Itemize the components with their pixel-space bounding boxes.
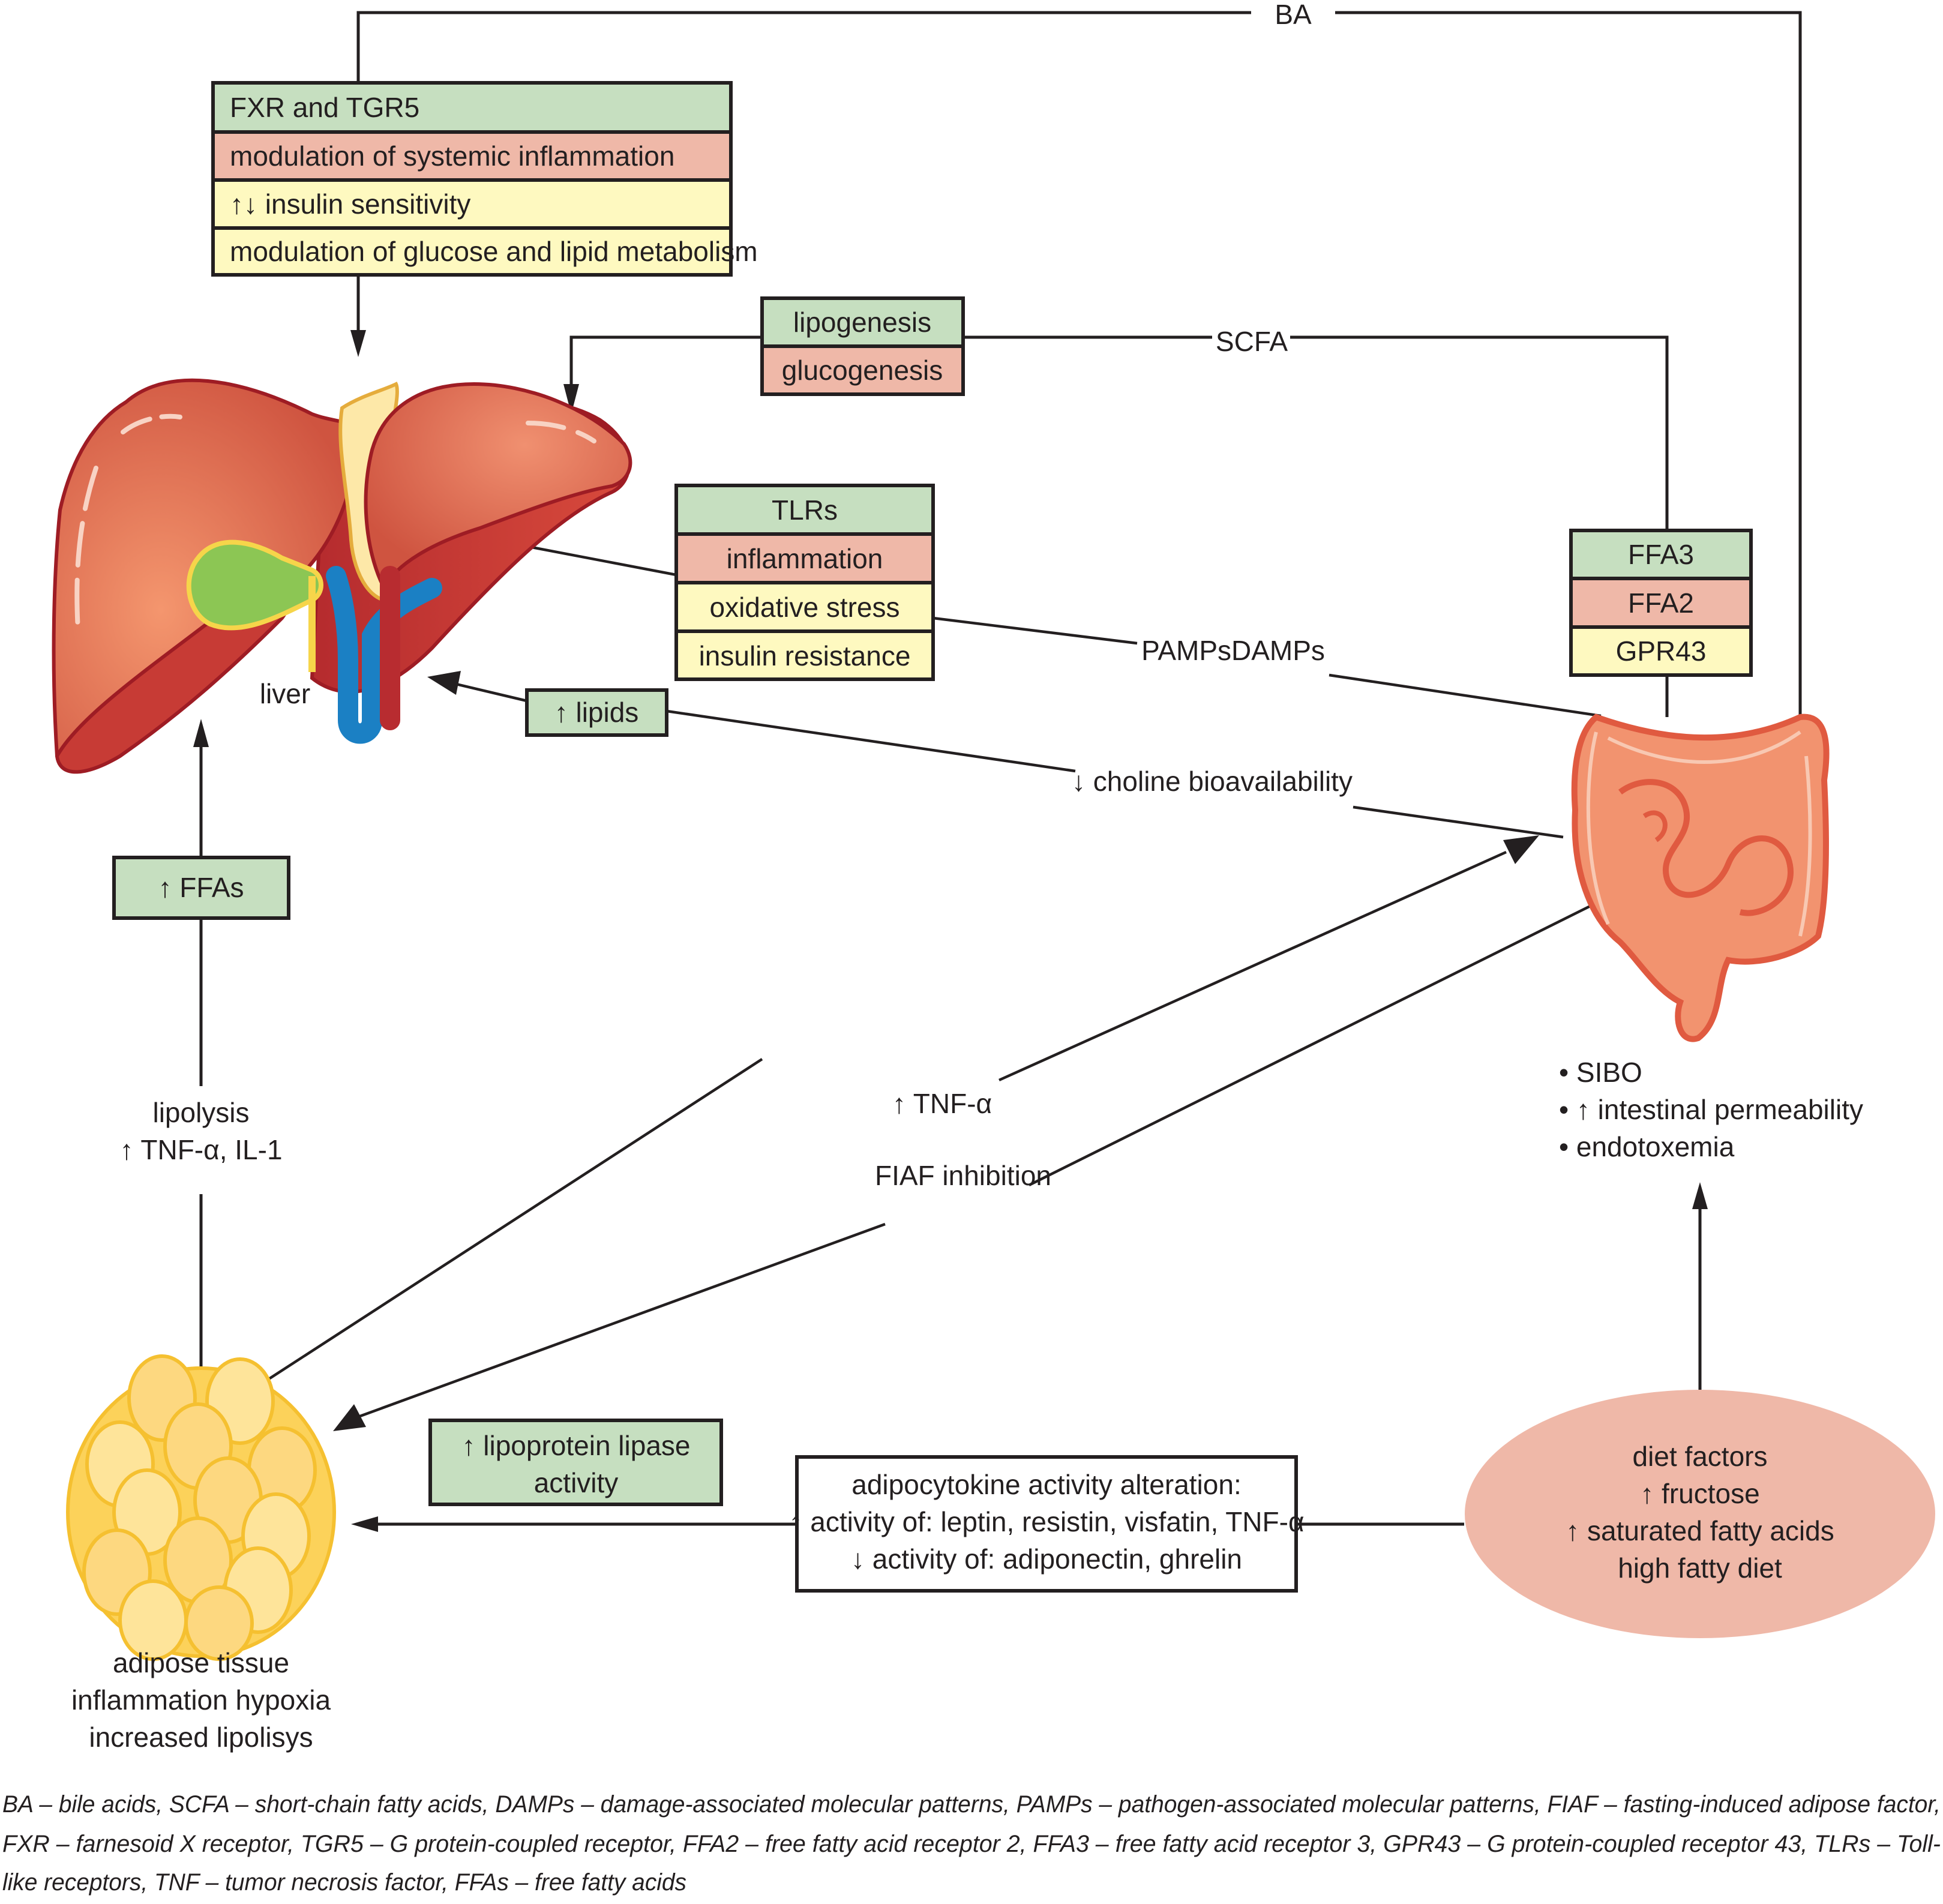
footer-line-0: BA – bile acids, SCFA – short-chain fatt… bbox=[2, 1791, 1941, 1818]
fxr-row-0: FXR and TGR5 bbox=[230, 92, 419, 123]
adipocytokine-line-2: ↓ activity of: adiponectin, ghrelin bbox=[851, 1543, 1242, 1575]
scfa-row-1: glucogenesis bbox=[782, 355, 943, 386]
tlr-row-0: TLRs bbox=[772, 494, 838, 526]
pamps-damps-label: PAMPsDAMPs bbox=[1141, 635, 1325, 666]
lipids-text: ↑ lipids bbox=[554, 697, 639, 728]
diet-line-1: ↑ fructose bbox=[1640, 1478, 1759, 1509]
fxr-to-liver-arrow bbox=[350, 275, 366, 357]
scfa-connector: SCFA bbox=[563, 326, 1669, 717]
lipogenesis-glucogenesis-box: lipogenesis glucogenesis bbox=[760, 296, 965, 396]
tlr-row-3: insulin resistance bbox=[699, 640, 911, 671]
fxr-row-3: modulation of glucose and lipid metaboli… bbox=[230, 236, 758, 267]
ffa-row-0: FFA3 bbox=[1628, 539, 1694, 570]
scfa-row-0: lipogenesis bbox=[793, 307, 931, 338]
adipocytokine-box: adipocytokine activity alteration: ↑ act… bbox=[788, 1455, 1305, 1593]
tnf-alpha-label: ↑ TNF-α bbox=[892, 1088, 992, 1119]
lipids-connector: ↓ choline bioavailability bbox=[427, 671, 1564, 839]
intestine-bullet-1: • ↑ intestinal permeability bbox=[1559, 1094, 1863, 1125]
intestine-effects-list: • SIBO • ↑ intestinal permeability • end… bbox=[1559, 1057, 1863, 1162]
ffas-box: ↑ FFAs bbox=[112, 856, 290, 920]
choline-label: ↓ choline bioavailability bbox=[1072, 766, 1353, 797]
lipolysis-label: lipolysis ↑ TNF-α, IL-1 bbox=[119, 1097, 282, 1165]
liver-illustration bbox=[52, 378, 632, 774]
ba-connector: BA bbox=[356, 0, 1802, 716]
fiaf-connector: FIAF inhibition bbox=[333, 904, 1591, 1431]
footer-line-1: FXR – farnesoid X receptor, TGR5 – G pro… bbox=[2, 1831, 1941, 1857]
diet-line-3: high fatty diet bbox=[1618, 1552, 1782, 1584]
adipose-line-0: adipose tissue bbox=[113, 1647, 289, 1678]
tnf-alpha-connector: ↑ TNF-α bbox=[266, 835, 1539, 1381]
ffa-row-2: GPR43 bbox=[1616, 635, 1707, 667]
fiaf-label: FIAF inhibition bbox=[875, 1160, 1051, 1191]
diet-line-2: ↑ saturated fatty acids bbox=[1566, 1515, 1834, 1546]
adipose-tissue-illustration bbox=[66, 1354, 336, 1661]
fxr-tgr5-box: FXR and TGR5 modulation of systemic infl… bbox=[211, 81, 758, 277]
tlrs-box: TLRs inflammation oxidative stress insul… bbox=[674, 484, 935, 681]
diet-to-intestine-arrow bbox=[1692, 1182, 1708, 1390]
adipose-label: adipose tissue inflammation hypoxia incr… bbox=[71, 1647, 331, 1753]
adipose-to-liver-connector bbox=[193, 719, 209, 1368]
ffa-row-1: FFA2 bbox=[1628, 587, 1694, 619]
scfa-label: SCFA bbox=[1216, 326, 1288, 357]
lipolysis-line-1: ↑ TNF-α, IL-1 bbox=[119, 1134, 282, 1165]
adipose-line-1: inflammation hypoxia bbox=[71, 1684, 331, 1716]
tlr-connector: PAMPsDAMPs bbox=[487, 531, 1602, 718]
footer-line-2: like receptors, TNF – tumor necrosis fac… bbox=[2, 1869, 686, 1896]
ffa-receptor-box: FFA3 FFA2 GPR43 bbox=[1569, 529, 1753, 677]
abbreviations-footer: BA – bile acids, SCFA – short-chain fatt… bbox=[2, 1791, 1941, 1896]
diet-factors-ellipse: diet factors ↑ fructose ↑ saturated fatt… bbox=[1465, 1390, 1935, 1638]
ba-label: BA bbox=[1275, 0, 1312, 30]
liver-label: liver bbox=[260, 678, 310, 709]
tlr-row-2: oxidative stress bbox=[709, 592, 899, 623]
adipocytokine-line-1: ↑ activity of: leptin, resistin, visfati… bbox=[788, 1506, 1304, 1537]
ffas-text: ↑ FFAs bbox=[158, 872, 244, 903]
fxr-row-1: modulation of systemic inflammation bbox=[230, 140, 674, 172]
lipoprotein-line-1: activity bbox=[534, 1467, 619, 1498]
lipolysis-line-0: lipolysis bbox=[152, 1097, 249, 1128]
intestine-bullet-0: • SIBO bbox=[1559, 1057, 1642, 1088]
adipocytokine-line-0: adipocytokine activity alteration: bbox=[851, 1469, 1241, 1500]
adipose-line-2: increased lipolisys bbox=[89, 1722, 313, 1753]
tlr-row-1: inflammation bbox=[727, 543, 883, 574]
diet-line-0: diet factors bbox=[1633, 1441, 1768, 1472]
lipoprotein-lipase-box: ↑ lipoprotein lipase activity bbox=[428, 1419, 723, 1506]
lipids-box: ↑ lipids bbox=[525, 688, 668, 737]
fxr-row-2: ↑↓ insulin sensitivity bbox=[230, 188, 470, 220]
lipoprotein-line-0: ↑ lipoprotein lipase bbox=[461, 1430, 690, 1461]
intestine-illustration bbox=[1571, 713, 1830, 1042]
diet-to-adipose-connector bbox=[351, 1516, 1464, 1532]
intestine-bullet-2: • endotoxemia bbox=[1559, 1131, 1735, 1162]
